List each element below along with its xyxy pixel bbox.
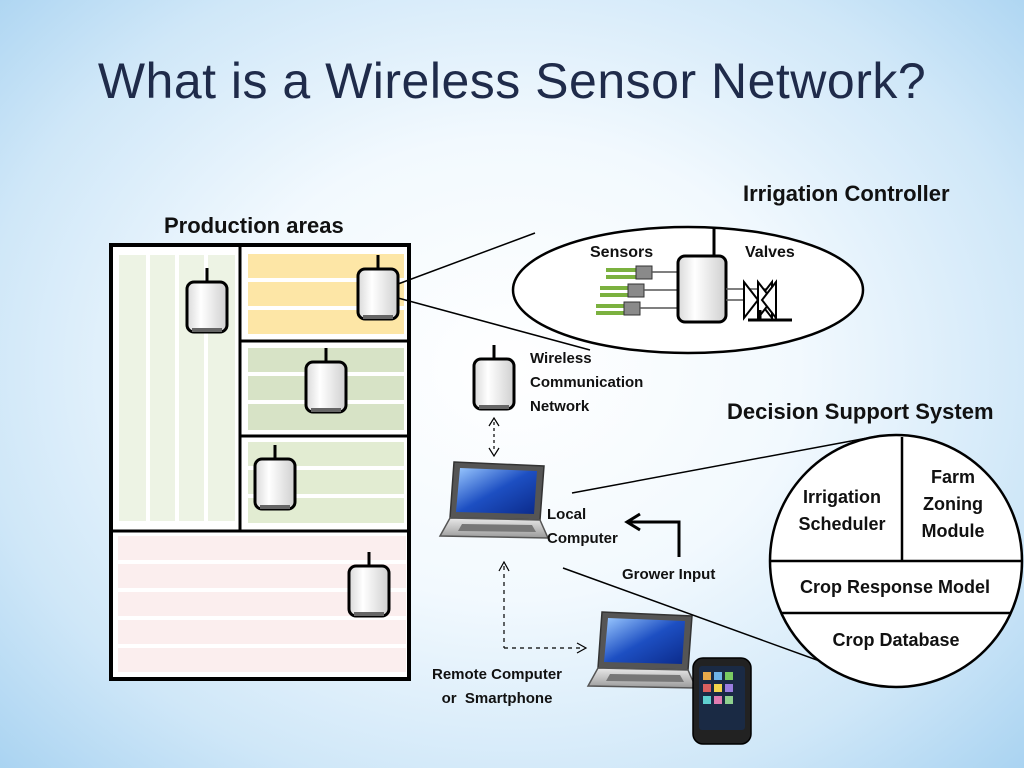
dss-circle xyxy=(768,433,1024,689)
crop-database-label: Crop Database xyxy=(832,630,960,650)
crop-response-model-label: Crop Response Model xyxy=(799,577,991,597)
laptop-icon xyxy=(587,611,697,689)
irrigation-scheduler-label: Irrigation Scheduler xyxy=(798,487,886,534)
valves-label: Valves xyxy=(745,244,795,261)
wireless-network-label: Wireless Communication Network xyxy=(530,350,644,415)
decision-support-system-label: Decision Support System xyxy=(727,399,994,424)
smartphone-icon xyxy=(692,657,752,745)
local-computer-label: Local Computer xyxy=(547,506,618,547)
laptop-icon xyxy=(439,461,549,539)
valve-icon xyxy=(726,279,792,322)
irrigation-controller-label: Irrigation Controller xyxy=(743,181,950,206)
farm-zoning-module-label: Farm Zoning Module xyxy=(921,467,985,541)
grower-input-label: Grower Input xyxy=(622,566,716,583)
sensor-probes xyxy=(596,265,679,316)
slide-title: What is a Wireless Sensor Network? xyxy=(97,53,927,109)
remote-computer-label: Remote Computer or Smartphone xyxy=(431,666,562,707)
production-areas-label: Production areas xyxy=(164,213,344,238)
sensor-node-icon xyxy=(472,343,516,411)
sensors-label: Sensors xyxy=(590,244,654,261)
